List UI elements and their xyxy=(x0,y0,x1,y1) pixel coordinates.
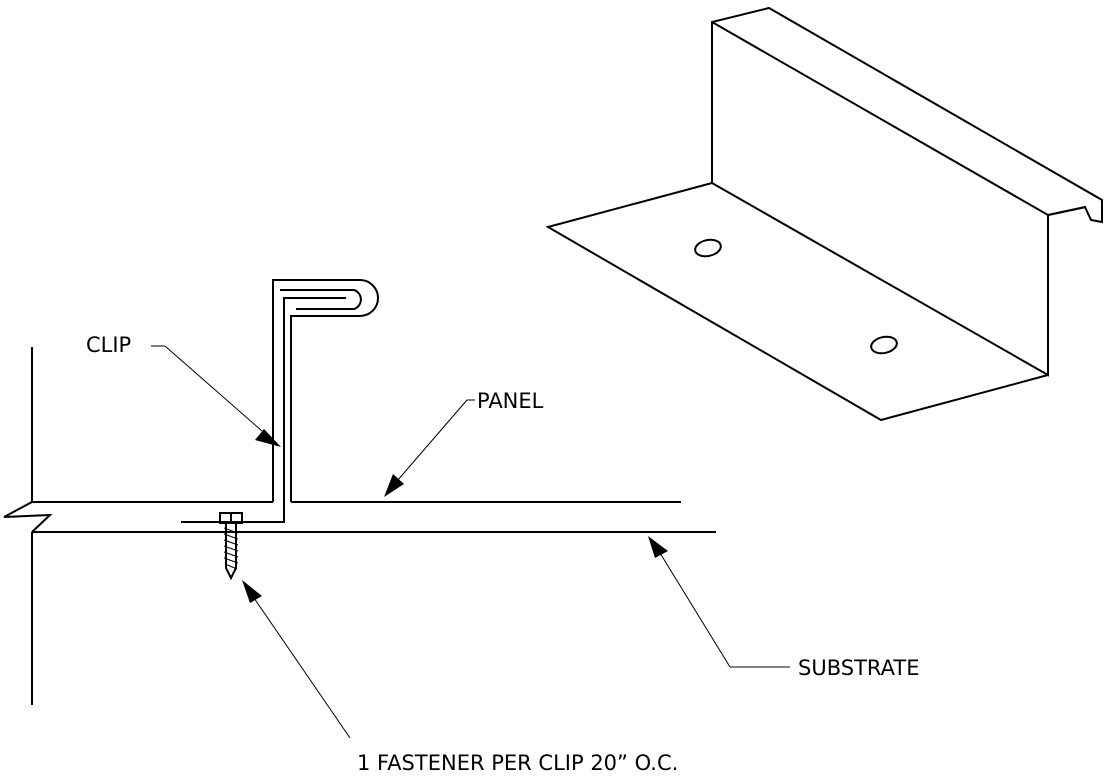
panel-leader xyxy=(384,399,475,497)
fastener-leader xyxy=(242,580,351,739)
clip-iso-hole-2 xyxy=(870,335,898,355)
clip-iso-web xyxy=(711,6,1103,377)
substrate-label: SUBSTRATE xyxy=(798,656,919,680)
substrate-leader xyxy=(648,536,790,668)
clip-iso-hole-1 xyxy=(694,238,722,258)
clip-iso-top-flange-edge xyxy=(711,21,1049,216)
clip-leader-diag xyxy=(164,345,263,432)
panel-label: PANEL xyxy=(477,389,544,413)
leaders xyxy=(151,345,790,739)
clip-section xyxy=(181,279,379,523)
clip-iso-base-flange xyxy=(545,182,1049,422)
fastener-leader-diag xyxy=(253,597,351,739)
clip-leader xyxy=(151,345,281,447)
panel-leader-diag xyxy=(396,399,468,482)
substrate-leader-arrowhead xyxy=(648,536,668,558)
clip-section-base xyxy=(181,297,346,523)
panel-leader-arrowhead xyxy=(384,474,404,497)
break-symbol xyxy=(3,501,53,533)
panel-seam-outer xyxy=(272,279,379,502)
clip-isometric-view xyxy=(545,6,1103,422)
fastener-leader-arrowhead xyxy=(242,580,262,603)
labels: CLIP PANEL SUBSTRATE 1 FASTENER PER CLIP… xyxy=(86,333,919,775)
panel-seam-inner xyxy=(280,289,362,310)
fastener xyxy=(219,512,243,581)
section-view xyxy=(3,279,716,705)
clip-iso-return-lip xyxy=(1047,206,1087,216)
substrate-leader-diag xyxy=(659,552,731,668)
clip-label: CLIP xyxy=(86,333,131,357)
fastener-label: 1 FASTENER PER CLIP 20” O.C. xyxy=(357,751,678,775)
clip-leader-arrowhead xyxy=(255,429,281,447)
fastener-threads xyxy=(223,527,239,570)
